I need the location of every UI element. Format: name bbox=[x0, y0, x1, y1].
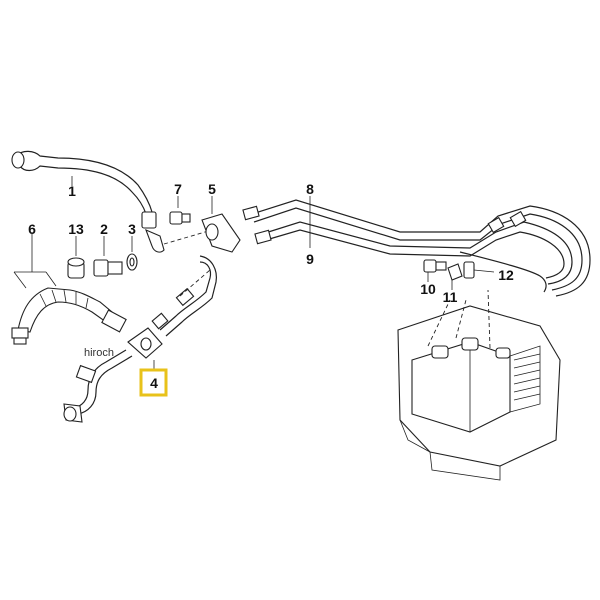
callout-5: 5 bbox=[208, 181, 216, 197]
watermark-text: hiroch bbox=[84, 347, 114, 359]
flex-hose-part-6 bbox=[11, 234, 127, 345]
callout-12: 12 bbox=[498, 267, 514, 283]
callout-9: 9 bbox=[306, 251, 314, 267]
callout-2: 2 bbox=[100, 221, 108, 237]
cap-nut-part-13 bbox=[67, 236, 85, 279]
abs-hydraulic-unit bbox=[397, 289, 561, 481]
distribution-piece-part-4 bbox=[63, 255, 217, 423]
callout-3: 3 bbox=[128, 221, 136, 237]
callout-8: 8 bbox=[306, 181, 314, 197]
dashed-guide bbox=[163, 229, 213, 245]
callout-6: 6 bbox=[28, 221, 36, 237]
callout-1: 1 bbox=[68, 183, 76, 199]
brake-hose-part-1 bbox=[11, 150, 165, 253]
callout-7: 7 bbox=[174, 181, 182, 197]
callout-10: 10 bbox=[420, 281, 436, 297]
fasteners-part-10-11-12 bbox=[423, 259, 495, 290]
brake-lines-part-8-9 bbox=[242, 196, 591, 297]
junction-block-part-5 bbox=[201, 196, 241, 253]
highlighted-callout-box: 4 bbox=[139, 368, 168, 397]
callout-11: 11 bbox=[443, 289, 458, 305]
callout-13: 13 bbox=[68, 221, 84, 237]
callout-4: 4 bbox=[150, 375, 158, 391]
washer-part-3 bbox=[126, 236, 138, 271]
bolt-part-7 bbox=[169, 196, 191, 225]
banjo-bolt-part-2 bbox=[93, 236, 123, 277]
